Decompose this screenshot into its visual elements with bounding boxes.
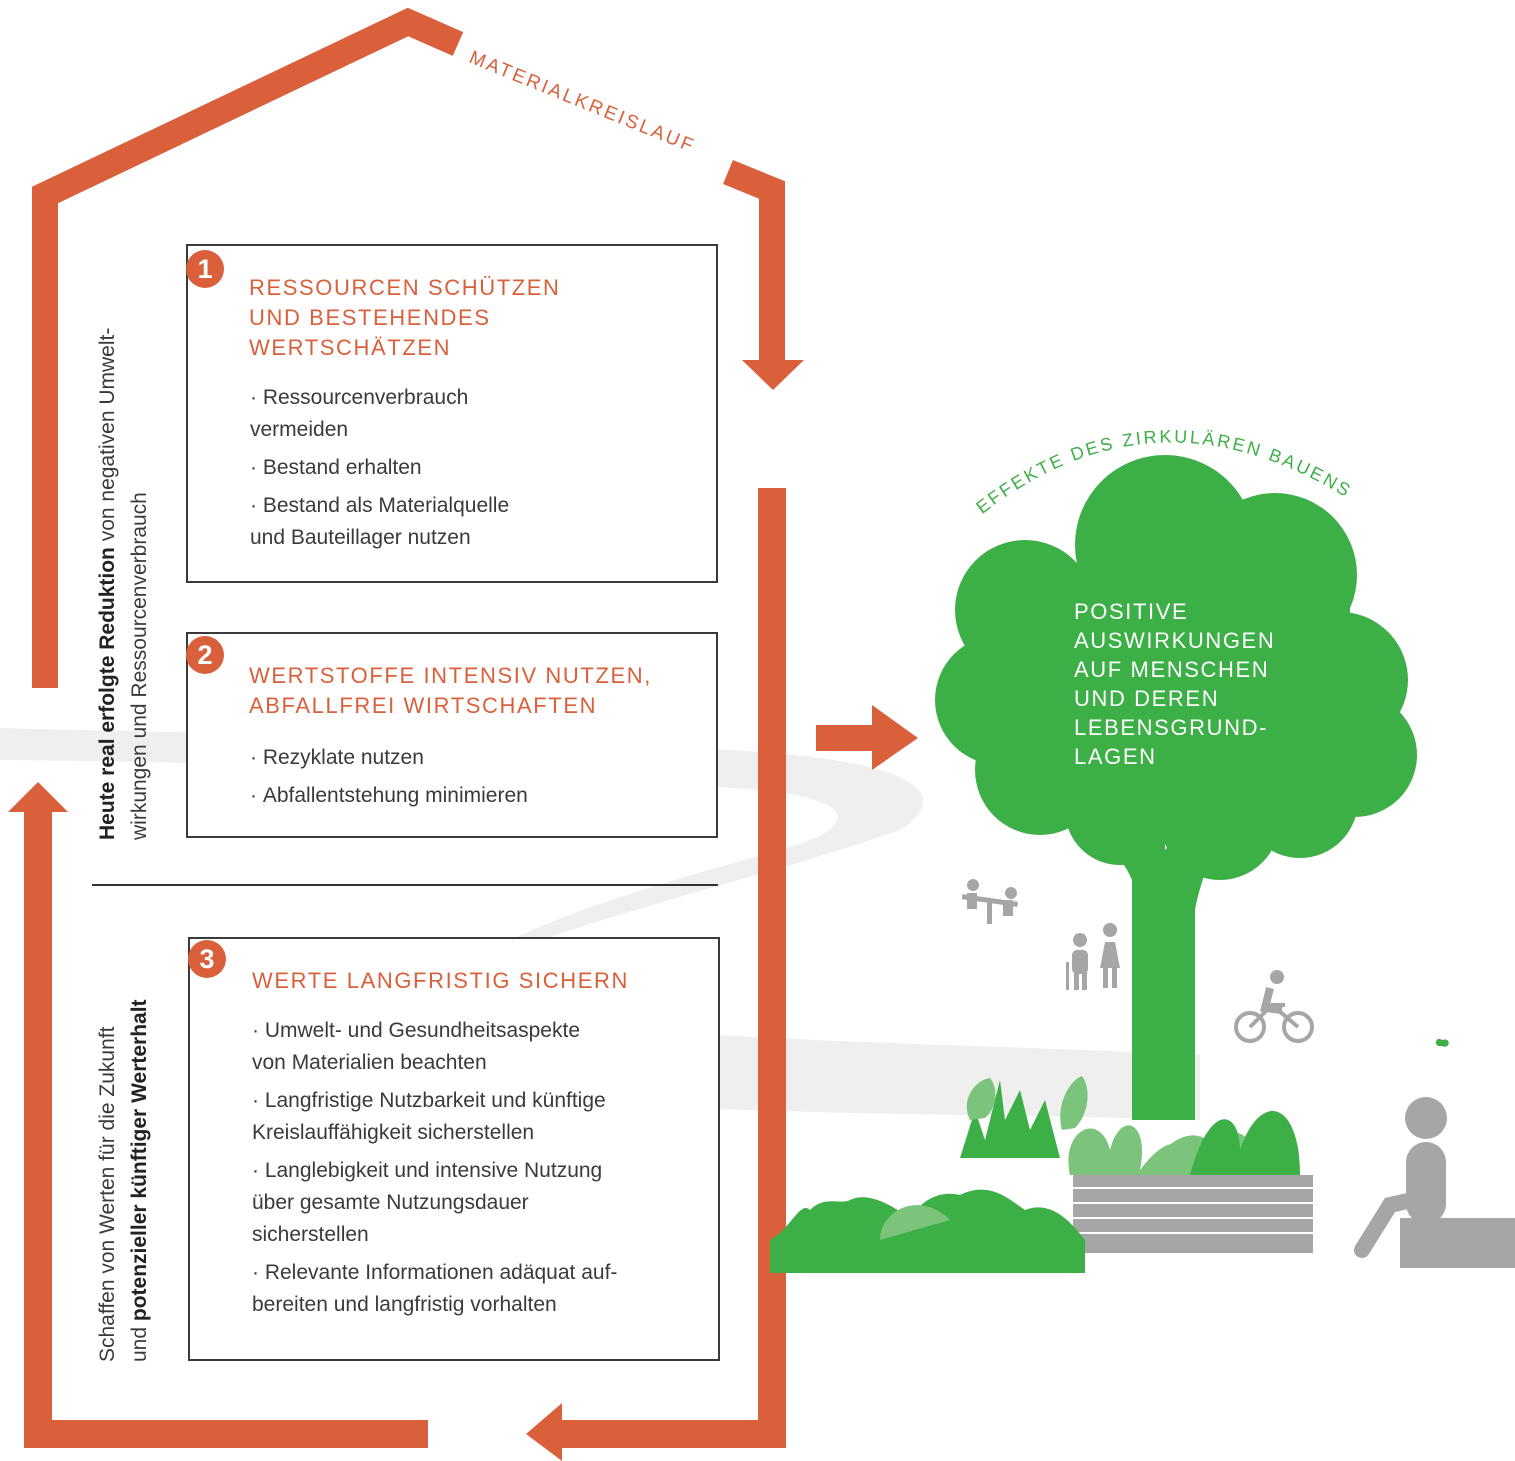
number-badge-3: 3 xyxy=(188,940,226,978)
loop-label: MATERIALKREISLAUF xyxy=(466,47,698,157)
side-top-line2: wirkungen und Ressourcenverbrauch xyxy=(128,492,151,840)
list-item: Langfristige Nutzbarkeit und künftigeKre… xyxy=(252,1085,702,1149)
list-item: Bestand erhalten xyxy=(250,452,690,484)
seesaw-icon xyxy=(961,879,1019,924)
road-path xyxy=(0,728,1200,1120)
box-1-title: RESSOURCEN SCHÜTZEN UND BESTEHENDES WERT… xyxy=(249,275,561,360)
butterfly-icon xyxy=(1435,1038,1449,1047)
list-item: Relevante Informationen adäquat auf-bere… xyxy=(252,1257,702,1321)
tree-text: POSITIVE AUSWIRKUNGEN AUF MENSCHEN UND D… xyxy=(1074,599,1276,769)
list-item: Langlebigkeit und intensive Nutzungüber … xyxy=(252,1155,702,1251)
bush-icon xyxy=(770,1189,1085,1273)
list-item: Rezyklate nutzen xyxy=(250,742,690,774)
elderly-couple-icon xyxy=(1066,923,1120,990)
effect-arrow-head xyxy=(872,705,918,770)
tree-trunk xyxy=(1060,790,1230,1120)
effect-arrow-shaft xyxy=(816,725,876,751)
tree-crown xyxy=(935,455,1417,880)
box-3-title: WERTE LANGFRISTIG SICHERN xyxy=(252,968,629,993)
cycle-roof-left xyxy=(32,7,464,688)
cycle-bottom-right xyxy=(560,1420,786,1448)
list-item: Abfallentstehung minimieren xyxy=(250,780,690,812)
number-badge-2: 2 xyxy=(186,636,224,674)
cycle-arrow-up xyxy=(8,782,68,812)
side-text-bottom: Schaffen von Werten für die Zukunft und … xyxy=(92,999,156,1362)
side-bottom-line1: Schaffen von Werten für die Zukunft xyxy=(96,1026,119,1362)
cycle-wall-right xyxy=(758,488,786,1448)
side-top-line1: Heute real erfolgte Reduktion von negati… xyxy=(96,327,119,840)
sitting-person-icon xyxy=(1354,1097,1515,1268)
cycle-roof-right xyxy=(723,159,785,362)
cycle-arrow-left xyxy=(526,1403,562,1461)
side-bottom-line2: und potenzieller künftiger Werterhalt xyxy=(128,999,151,1362)
grass-icon xyxy=(960,1076,1088,1158)
cycle-wall-left xyxy=(24,810,52,1448)
side-text-top: Heute real erfolgte Reduktion von negati… xyxy=(92,328,156,840)
cycle-arrow-down xyxy=(742,360,804,390)
box-2-title: WERTSTOFFE INTENSIV NUTZEN, ABFALLFREI W… xyxy=(249,663,652,718)
cyclist-icon xyxy=(1234,970,1314,1043)
box-2-list: Rezyklate nutzen Abfallentstehung minimi… xyxy=(250,742,690,818)
cycle-bottom-left xyxy=(24,1420,428,1448)
number-badge-1: 1 xyxy=(186,250,224,288)
planter-icon xyxy=(1068,1111,1313,1253)
